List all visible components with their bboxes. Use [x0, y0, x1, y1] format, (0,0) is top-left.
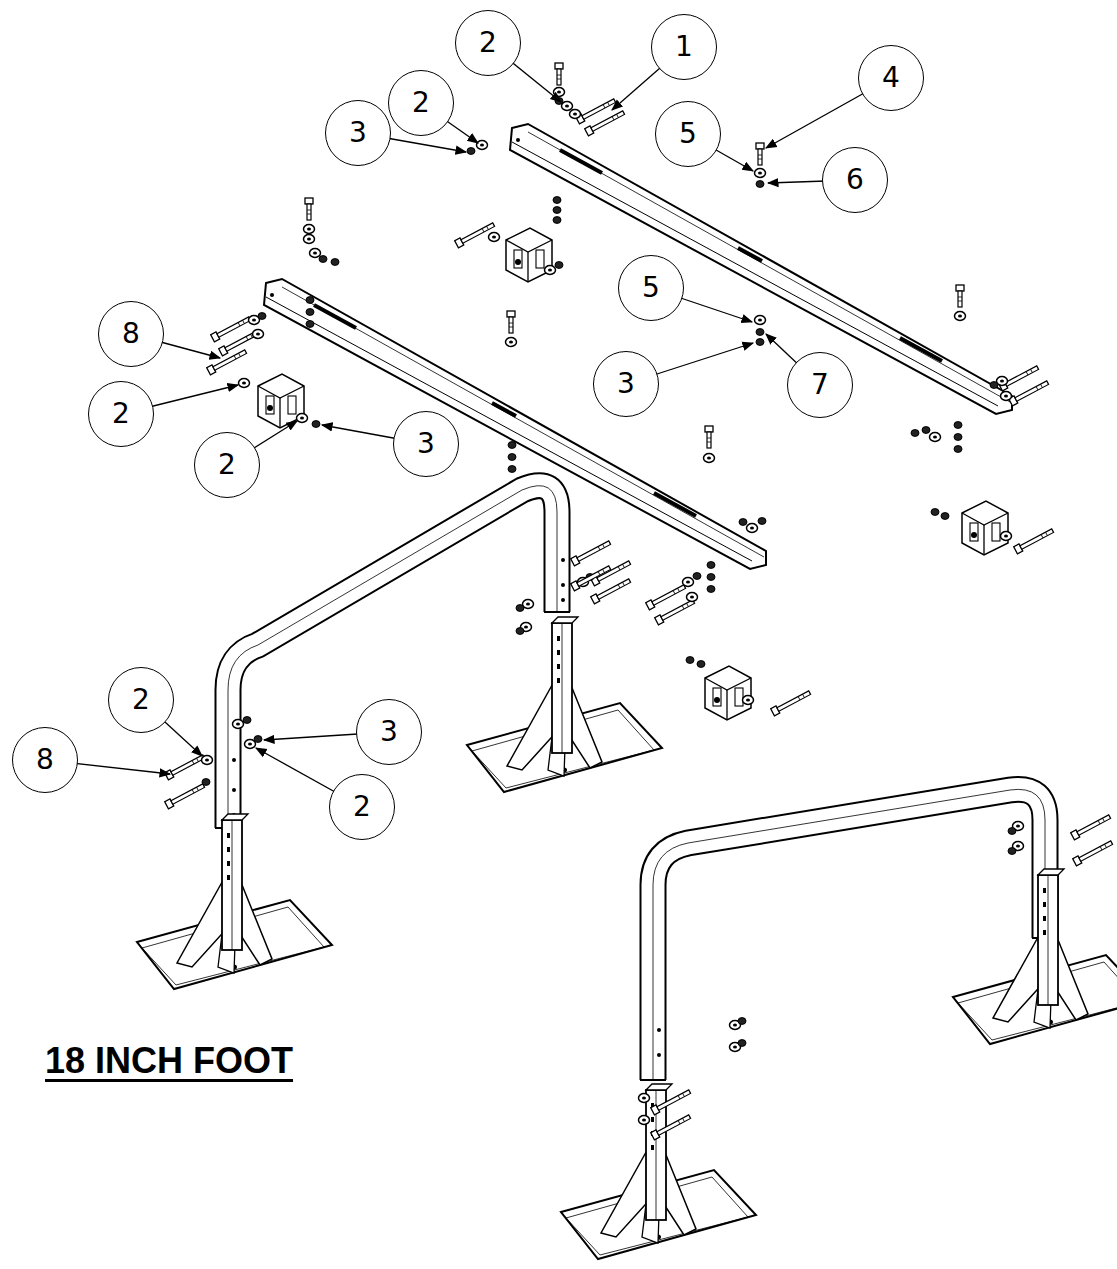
callout-number: 2 — [388, 70, 454, 136]
callout-number: 8 — [98, 301, 164, 367]
hoop-frame — [215, 486, 1058, 1080]
callout-number: 3 — [325, 100, 391, 166]
callout-number: 2 — [329, 774, 395, 840]
bracket — [705, 666, 751, 720]
callout-number: 2 — [194, 432, 260, 498]
callout-number: 6 — [822, 147, 888, 213]
callout-number: 7 — [787, 352, 853, 418]
foot-stand — [561, 1084, 756, 1259]
callout-number: 3 — [356, 699, 422, 765]
bracket — [962, 501, 1008, 555]
callout-number: 2 — [108, 667, 174, 733]
callout-number: 4 — [858, 45, 924, 111]
leader-lines — [45, 43, 891, 807]
callout-number: 5 — [655, 101, 721, 167]
rail — [510, 124, 1012, 414]
rail — [264, 279, 766, 569]
fasteners — [165, 63, 1114, 1140]
callout-number: 3 — [393, 411, 459, 477]
bracket — [506, 228, 552, 282]
callout-number: 2 — [455, 10, 521, 76]
callout-number: 5 — [618, 255, 684, 321]
callout-number: 2 — [88, 381, 154, 447]
drawing-title: 18 INCH FOOT — [45, 1040, 293, 1082]
callout-number: 8 — [12, 727, 78, 793]
foot-stand — [953, 869, 1117, 1044]
foot-stand — [467, 617, 662, 792]
callout-number: 3 — [593, 351, 659, 417]
foot-stand — [137, 814, 332, 989]
callout-number: 1 — [651, 14, 717, 80]
